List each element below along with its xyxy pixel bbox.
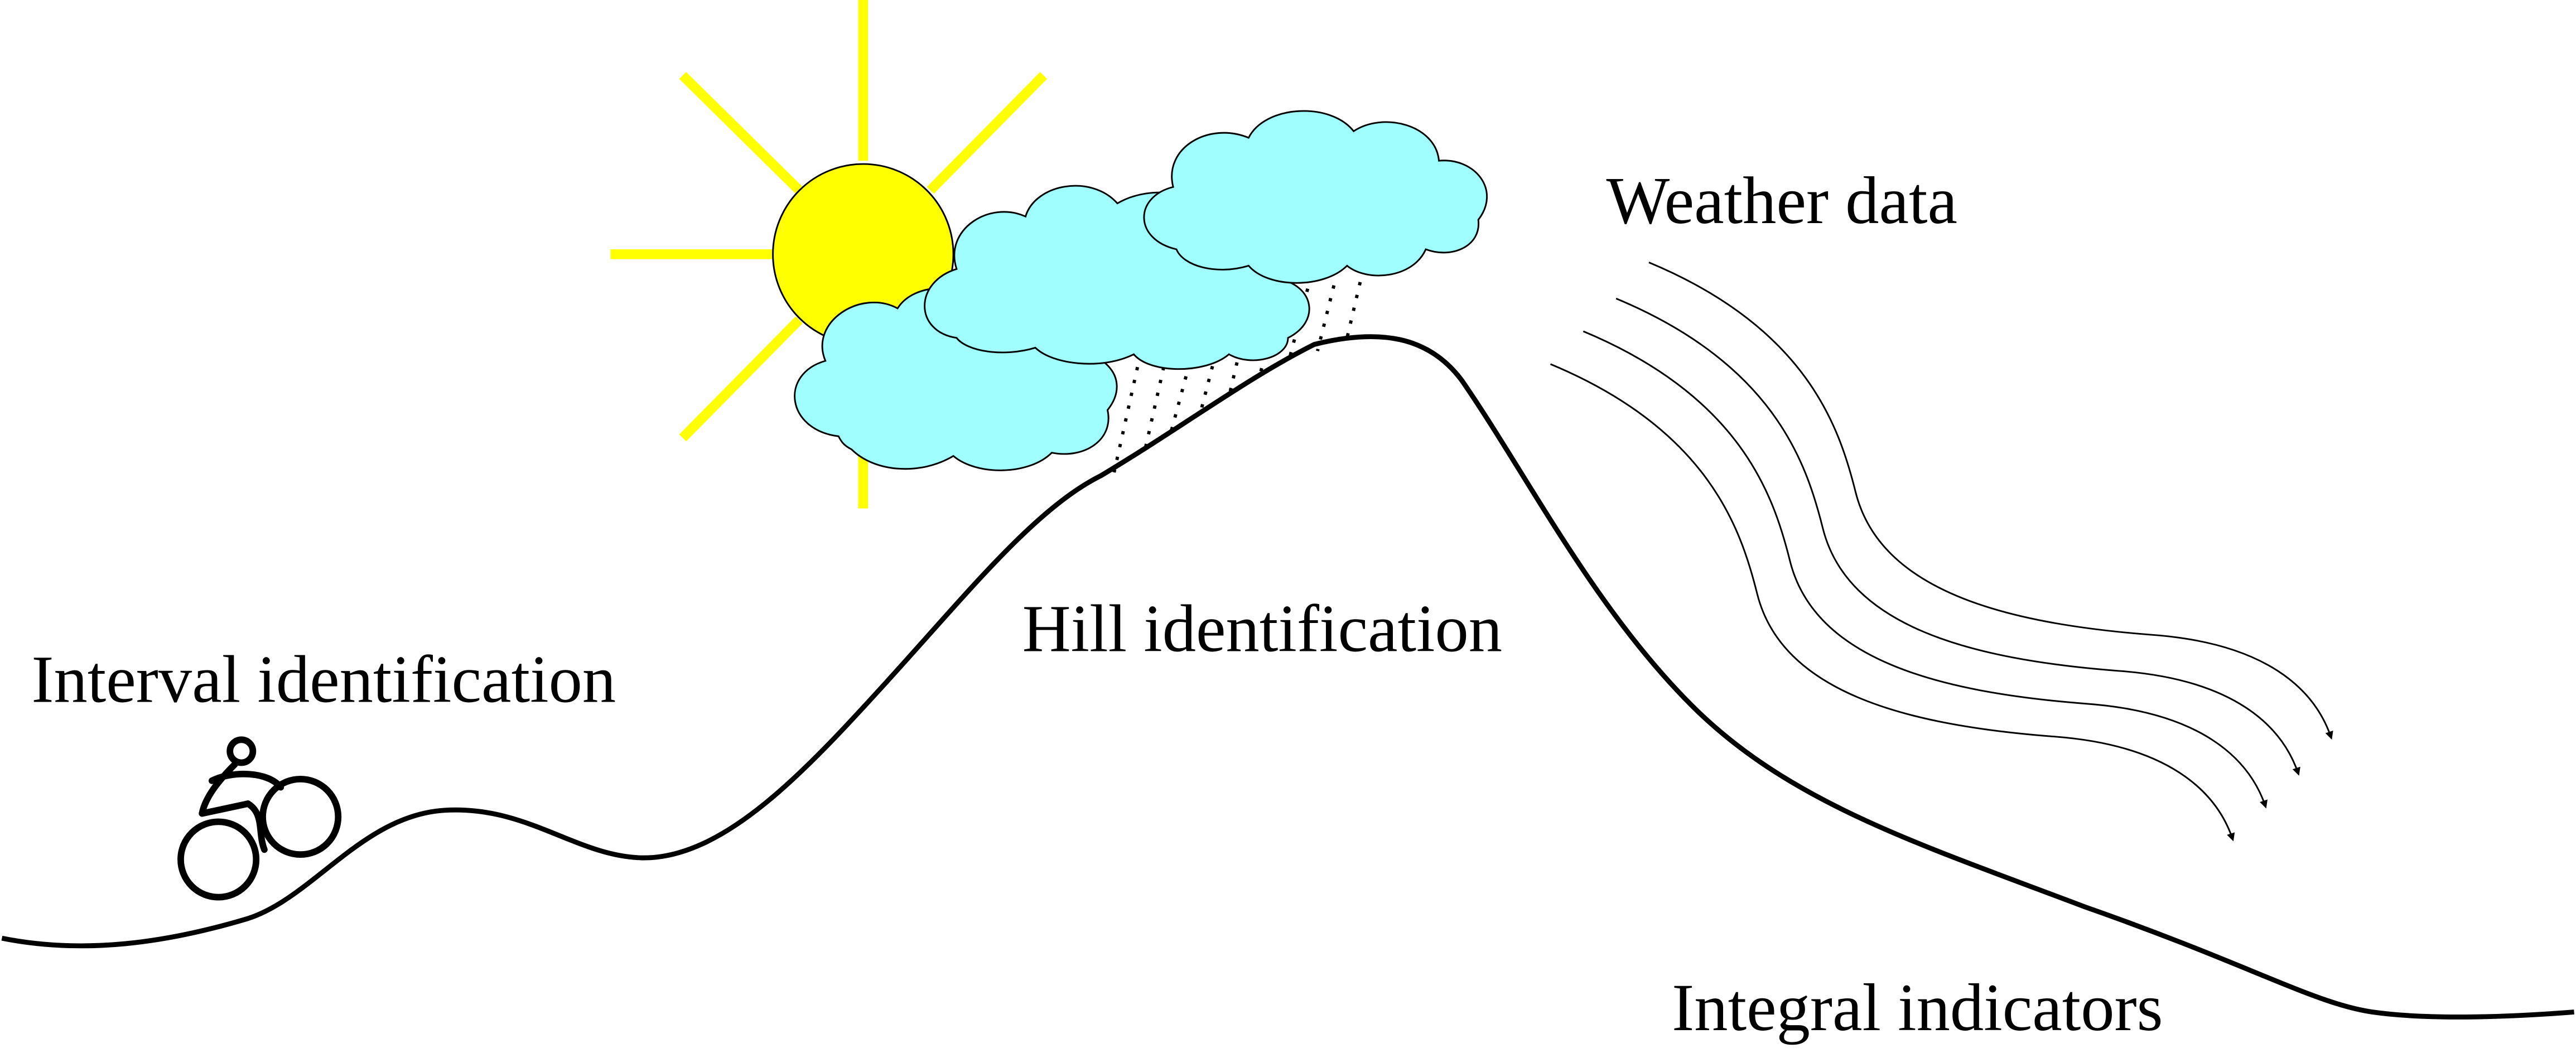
cyclist-leg (244, 800, 268, 853)
terrain-profile (1, 334, 2574, 1020)
wind-arrow (1550, 363, 2235, 842)
label-interval-identification: Interval identification (31, 643, 616, 717)
wind-arrow (1583, 330, 2268, 809)
wind-arrows-icon (1550, 262, 2333, 842)
wind-arrow (1615, 297, 2300, 776)
cyclist-arm (208, 770, 284, 791)
cloud-icon (794, 110, 1488, 471)
cyclist-rear-wheel (177, 818, 260, 901)
cyclist-body (199, 761, 252, 817)
label-integral-indicators: Integral indicators (1672, 971, 2163, 1045)
cyclist-head (226, 736, 257, 766)
label-hill-identification: Hill identification (1022, 592, 1502, 666)
wind-arrow (1648, 262, 2333, 740)
cloud-upper-right (1143, 110, 1488, 284)
label-weather-data: Weather data (1607, 164, 1958, 238)
cyclist-icon (177, 736, 342, 901)
cyclist-front-wheel (259, 776, 342, 858)
